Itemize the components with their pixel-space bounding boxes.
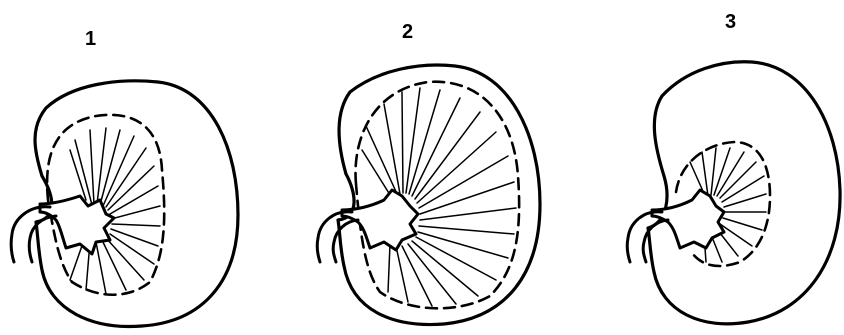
kidney-2-outline — [338, 65, 540, 325]
kidney-3: 3 — [627, 11, 840, 324]
kidney-1-label: 1 — [85, 28, 96, 50]
kidney-3-label: 3 — [725, 11, 736, 33]
kidney-2: 2 — [317, 21, 540, 325]
kidney-1: 1 — [11, 28, 238, 327]
kidney-2-label: 2 — [402, 21, 413, 43]
